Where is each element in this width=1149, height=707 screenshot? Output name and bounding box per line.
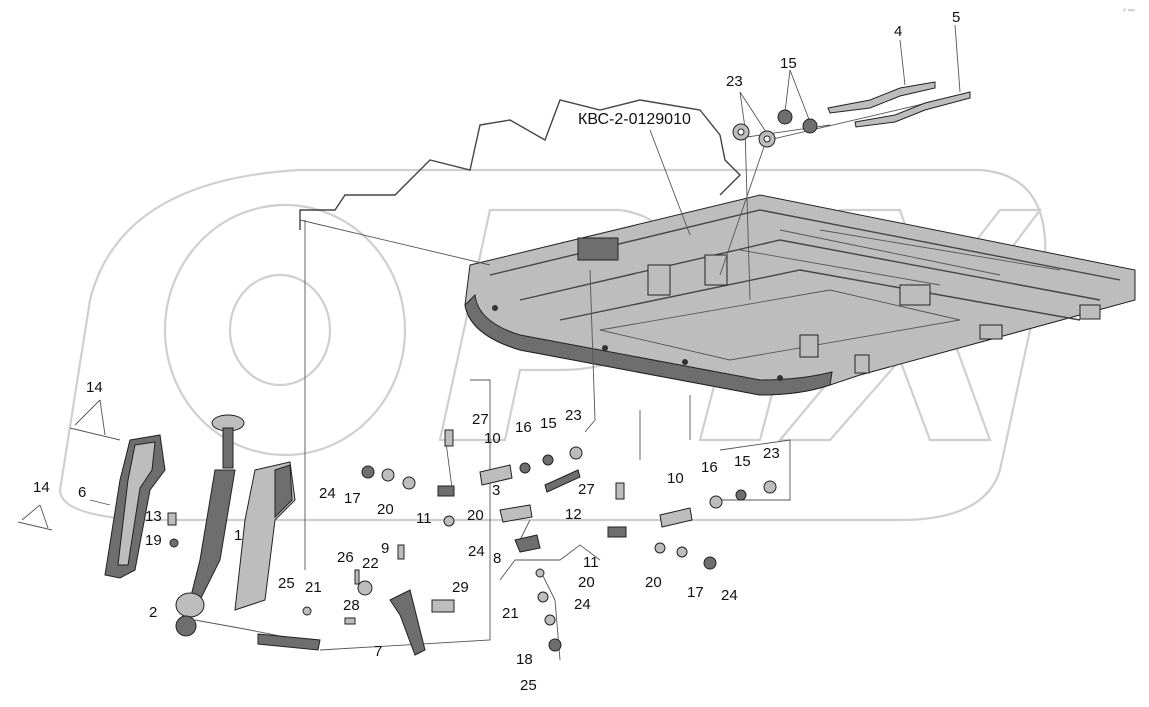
callout-3: 3 [492, 482, 500, 499]
callout-28: 28 [343, 597, 360, 614]
callout-9: 9 [381, 540, 389, 557]
callout-19: 19 [145, 532, 162, 549]
callout-27: 27 [472, 411, 489, 428]
nut-15-top [777, 109, 818, 134]
callout-7: 7 [374, 643, 382, 660]
callout-24: 24 [574, 596, 591, 613]
corner-mark: ♂ ▫▫▫ [1122, 8, 1135, 14]
rod-5 [854, 91, 971, 128]
lever-6 [104, 434, 166, 579]
leader-lines [21, 24, 961, 661]
callout-11: 11 [583, 554, 599, 571]
callout-26: 26 [337, 549, 354, 566]
callout-8: 8 [493, 550, 501, 567]
callout-23: 23 [565, 407, 582, 424]
washer-23-top [732, 123, 776, 148]
callout-23: 23 [763, 445, 780, 462]
callout-12: 12 [565, 506, 582, 523]
callout-20: 20 [645, 574, 662, 591]
callout-21: 21 [305, 579, 322, 596]
callout-15: 15 [734, 453, 751, 470]
callout-18: 18 [516, 651, 533, 668]
callout-14: 14 [86, 379, 103, 396]
callout-20: 20 [377, 501, 394, 518]
callout-16: 16 [515, 419, 532, 436]
callout-10: 10 [667, 470, 684, 487]
callout-23: 23 [726, 73, 743, 90]
callout-29: 29 [452, 579, 469, 596]
callout-17: 17 [344, 490, 361, 507]
callout-15: 15 [780, 55, 797, 72]
callout-24: 24 [468, 543, 485, 560]
callout-4: 4 [894, 23, 902, 40]
callout-6: 6 [78, 484, 86, 501]
callout-1: 1 [234, 527, 242, 544]
callout-14: 14 [33, 479, 50, 496]
callout-13: 13 [145, 508, 162, 525]
callout-21: 21 [502, 605, 519, 622]
callout-27: 27 [578, 481, 595, 498]
callout-25: 25 [520, 677, 537, 694]
callout-24: 24 [721, 587, 738, 604]
callout-24: 24 [319, 485, 336, 502]
callout-15: 15 [540, 415, 557, 432]
assembly-break-outline [299, 99, 741, 230]
callout-5: 5 [952, 9, 960, 26]
callout-11: 11 [416, 510, 432, 527]
rod-4 [827, 81, 936, 114]
callout-22: 22 [362, 555, 379, 572]
callout-16: 16 [701, 459, 718, 476]
callout-10: 10 [484, 430, 501, 447]
seat-frame-assembly [464, 194, 1136, 396]
callout-20: 20 [578, 574, 595, 591]
callout-2: 2 [149, 604, 157, 621]
handle-post-2 [175, 414, 321, 651]
callout-20: 20 [467, 507, 484, 524]
callout-17: 17 [687, 584, 704, 601]
assembly-code-label: КВС-2-0129010 [578, 111, 691, 128]
callout-25: 25 [278, 575, 295, 592]
small-parts [17, 427, 777, 656]
cover-1 [234, 461, 296, 611]
